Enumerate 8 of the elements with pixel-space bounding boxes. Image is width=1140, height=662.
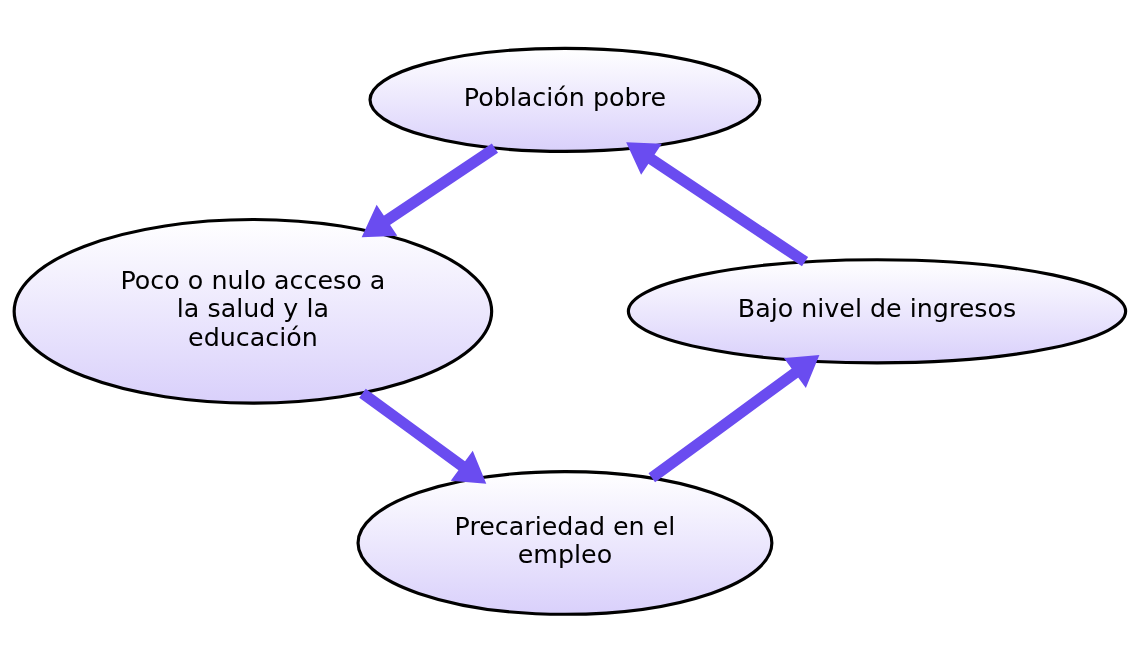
node-ellipse: Poco o nulo acceso a la salud y la educación [12, 217, 494, 405]
arrow [648, 354, 820, 482]
arrow [361, 143, 498, 237]
arrow [359, 388, 487, 484]
arrow [626, 141, 809, 266]
node-ellipse: Población pobre [368, 46, 762, 153]
node-ellipse: Precariedad en el empleo [356, 469, 774, 616]
node-ellipse: Bajo nivel de ingresos [626, 257, 1128, 364]
